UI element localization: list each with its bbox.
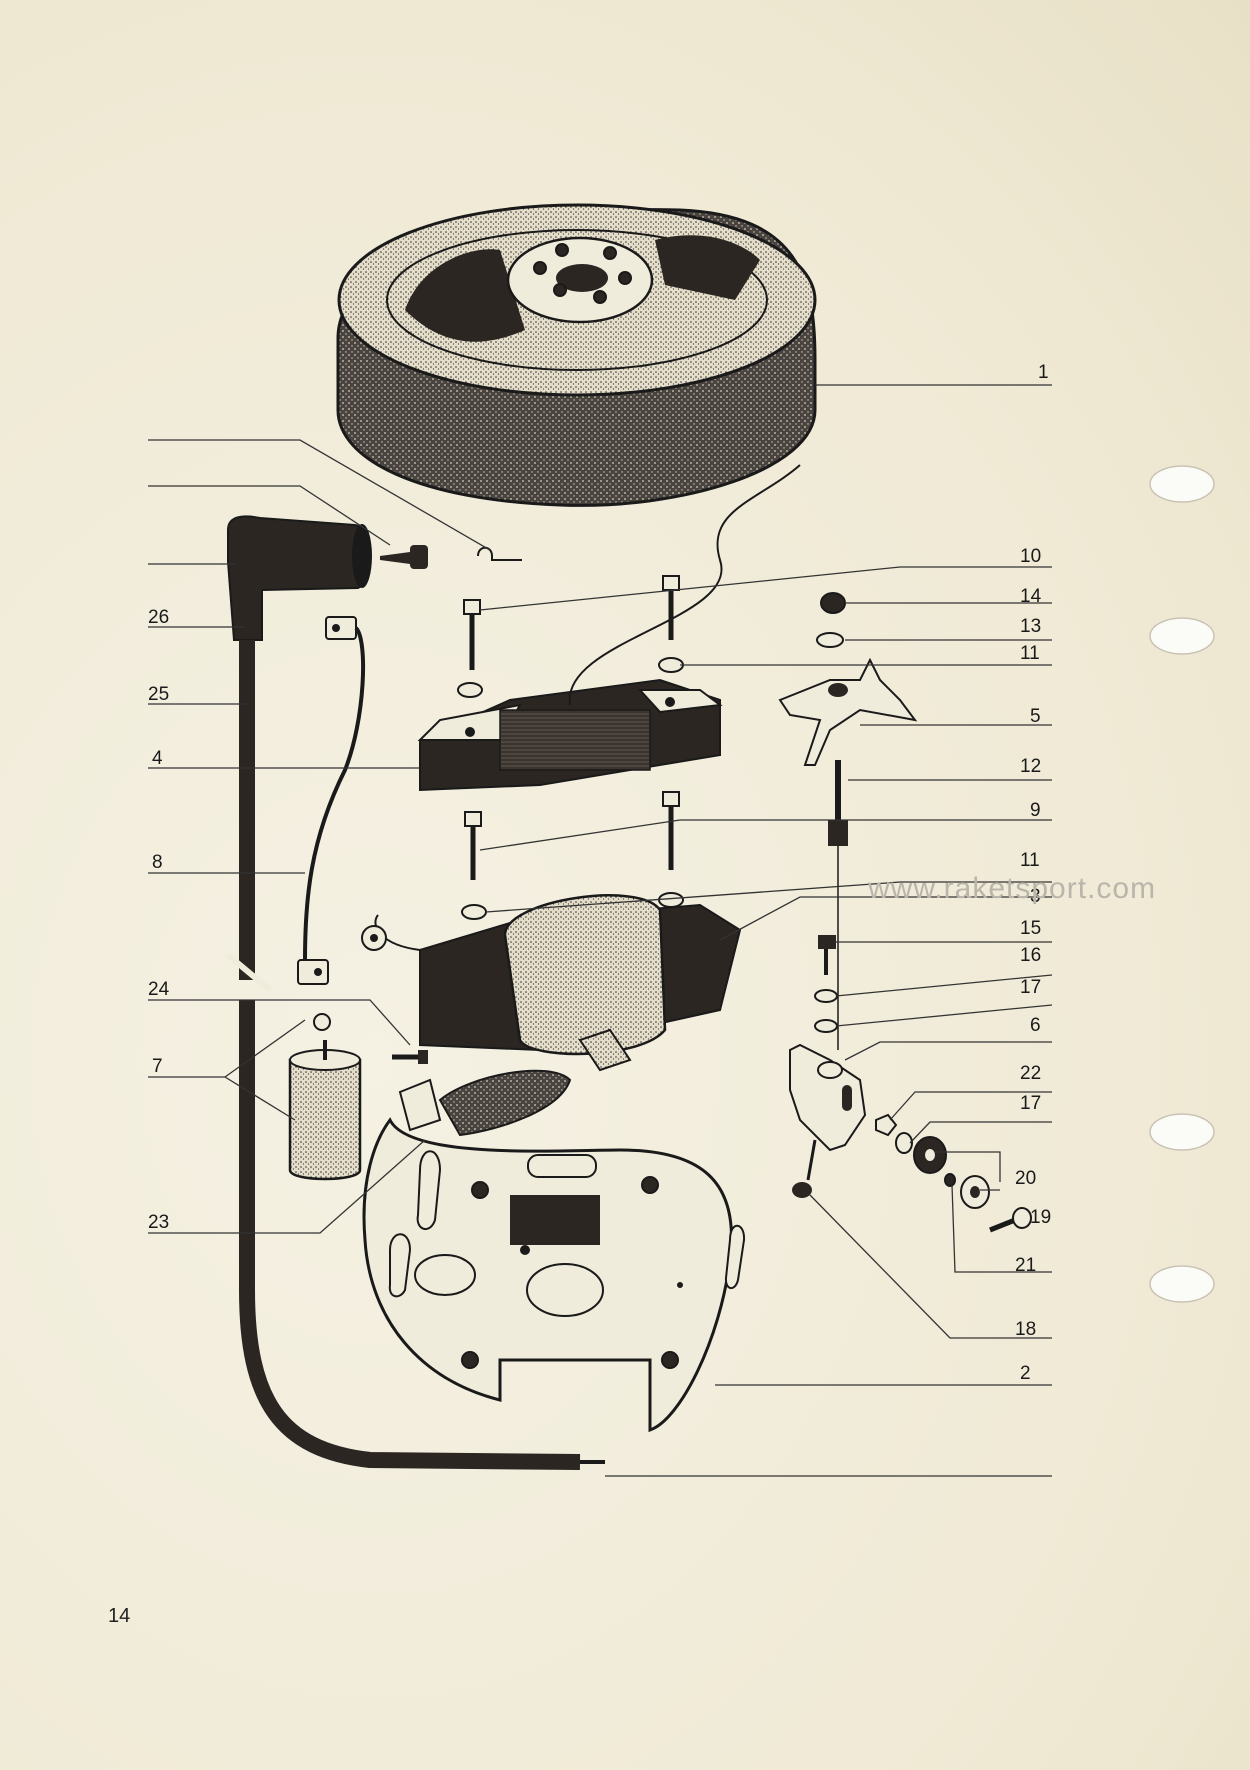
callout-label: 7	[152, 1056, 163, 1077]
callout-label: 25	[148, 684, 169, 705]
washer	[658, 892, 684, 908]
contact-breaker-felt	[398, 1069, 572, 1137]
punch-hole	[1149, 617, 1215, 655]
callout-label: 2	[1020, 1363, 1031, 1384]
terminal-screw	[989, 1207, 1032, 1233]
punch-hole	[1149, 465, 1215, 503]
callout-label: 11	[1020, 643, 1040, 664]
nut	[820, 592, 846, 614]
callout-label: 22	[1020, 1063, 1041, 1084]
leader-lines-right	[479, 384, 1053, 1477]
callout-label: 20	[1015, 1168, 1036, 1189]
washer	[457, 682, 483, 698]
callout-label: 18	[1015, 1319, 1036, 1340]
callout-label: 1	[1038, 362, 1049, 383]
bush	[944, 1173, 956, 1187]
callout-label: 21	[1015, 1255, 1036, 1276]
callout-label: 12	[1020, 756, 1041, 777]
callout-label: 14	[1020, 586, 1042, 607]
callout-label: 11	[1020, 850, 1040, 871]
ignition-coil	[361, 894, 742, 1072]
lighting-coil	[417, 678, 723, 792]
stator-base-plate	[362, 1117, 746, 1433]
breaker-arm	[778, 657, 918, 766]
condenser-screw	[392, 1050, 428, 1064]
watermark: www.raketsport.com	[867, 872, 1156, 905]
washer	[816, 632, 844, 648]
callout-label: 16	[1020, 945, 1041, 966]
leader-lines-left	[148, 439, 491, 1234]
punch-hole	[1149, 1113, 1215, 1151]
callout-label: 24	[148, 979, 170, 1000]
washer	[658, 657, 684, 673]
contact-plate	[789, 1043, 867, 1152]
callout-label: 4	[152, 748, 163, 769]
washer	[814, 1019, 838, 1033]
coil-wire	[568, 464, 801, 706]
washer	[814, 989, 838, 1003]
washer	[895, 1132, 913, 1154]
callout-label: 17	[1020, 977, 1041, 998]
callout-label: 23	[148, 1212, 169, 1233]
adjuster-screw	[792, 1139, 817, 1198]
callout-label: 19	[1030, 1207, 1051, 1228]
callout-label: 26	[148, 607, 169, 628]
callout-label: 17	[1020, 1093, 1041, 1114]
nut	[875, 1113, 898, 1137]
spark-plug-cap	[227, 515, 372, 641]
terminal-screw	[380, 545, 428, 569]
callout-label: 6	[1030, 1015, 1041, 1036]
callout-label: 10	[1020, 546, 1041, 567]
callout-label: 3	[1030, 886, 1041, 907]
washer	[461, 904, 487, 920]
callout-label: 15	[1020, 918, 1041, 939]
callout-label: 8	[152, 852, 163, 873]
condenser	[288, 1013, 362, 1181]
callout-label: 5	[1030, 706, 1041, 727]
ground-wire	[297, 616, 366, 985]
callout-label: 13	[1020, 616, 1041, 637]
punch-hole	[1149, 1265, 1215, 1303]
breaker-screw	[818, 935, 836, 975]
coil-bolt	[463, 575, 680, 670]
callout-label: 9	[1030, 800, 1041, 821]
page-number: 14	[108, 1605, 130, 1627]
ht-lead	[226, 640, 605, 1470]
wire-clip	[477, 546, 522, 561]
flywheel	[336, 203, 817, 507]
coil-bolt	[464, 791, 680, 880]
pivot-pin	[828, 760, 848, 1050]
